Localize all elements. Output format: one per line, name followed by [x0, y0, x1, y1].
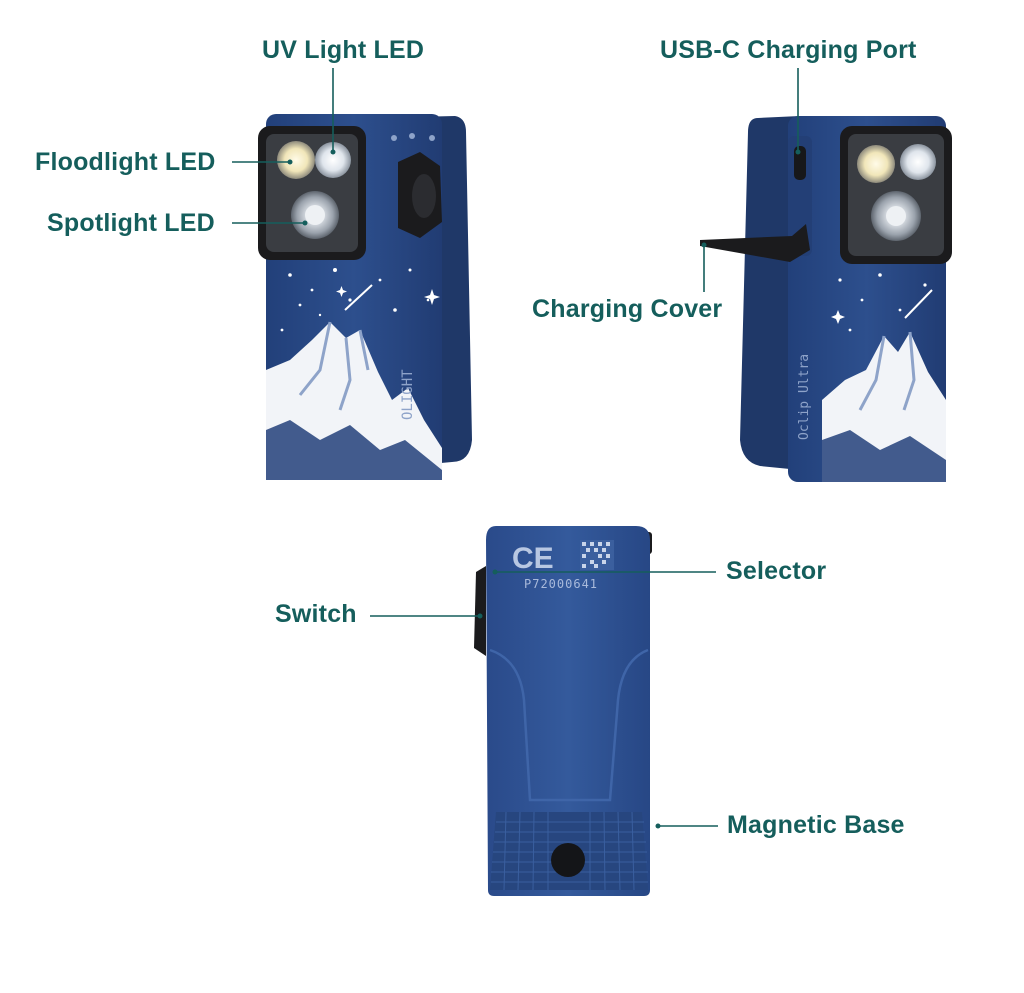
- floodlight-led-front: [277, 141, 315, 179]
- leader-dot-magnetic: [655, 823, 661, 829]
- mountain-shading-side: [822, 430, 946, 482]
- label-switch: Switch: [275, 600, 357, 628]
- label-selector: Selector: [726, 557, 827, 585]
- shooting-star-side: [904, 289, 933, 319]
- star-field-front: [280, 268, 440, 332]
- uv-light-led-front: [315, 142, 351, 178]
- leader-dot-spot: [302, 220, 308, 226]
- back-contour: [489, 648, 649, 802]
- mode-icons-front: [391, 133, 435, 141]
- switch-button: [474, 566, 486, 656]
- leader-dot-selector: [492, 569, 498, 575]
- leader-dot-usbc: [795, 149, 801, 155]
- leader-dot-flood: [287, 159, 293, 165]
- star-field-side: [831, 273, 927, 332]
- flashlight-front-view: OLIGHT: [258, 114, 472, 480]
- datamatrix-code: [580, 540, 614, 570]
- floodlight-led-side: [857, 145, 895, 183]
- ce-mark: CE: [512, 542, 554, 575]
- flashlight-back-view: CE P72000641: [474, 526, 652, 896]
- leader-dot-cover: [701, 242, 707, 248]
- label-spotlight-led: Spotlight LED: [47, 209, 215, 237]
- label-floodlight-led: Floodlight LED: [35, 148, 216, 176]
- charging-cover-flap: [700, 224, 810, 262]
- lanyard-hole: [551, 843, 585, 877]
- serial-number: P72000641: [524, 577, 598, 591]
- logo-engraving-front: OLIGHT: [400, 369, 416, 420]
- spotlight-reflector-front: [305, 205, 325, 225]
- flashlight-side-view: Oclip Ultra: [700, 116, 952, 482]
- leader-dot-uv: [330, 149, 336, 155]
- label-uv-light-led: UV Light LED: [262, 36, 425, 64]
- label-charging-cover: Charging Cover: [532, 295, 723, 323]
- pocket-clip-side: [740, 116, 800, 470]
- mountain-ridge-front: [298, 321, 370, 411]
- label-magnetic-base: Magnetic Base: [727, 811, 905, 839]
- back-body: [486, 526, 650, 896]
- leader-dot-switch: [477, 613, 483, 619]
- label-usb-c-charging-port: USB-C Charging Port: [660, 36, 917, 64]
- mountain-ridge-side: [858, 331, 916, 411]
- usb-c-port: [794, 146, 806, 180]
- logo-engraving-side: Oclip Ultra: [797, 354, 812, 440]
- mountain-shading-front: [266, 420, 442, 480]
- shooting-star-front: [344, 284, 373, 311]
- selector-knob-highlight: [412, 174, 436, 218]
- uv-light-led-side: [900, 144, 936, 180]
- leader-lines: [232, 68, 801, 829]
- spotlight-reflector-side: [886, 206, 906, 226]
